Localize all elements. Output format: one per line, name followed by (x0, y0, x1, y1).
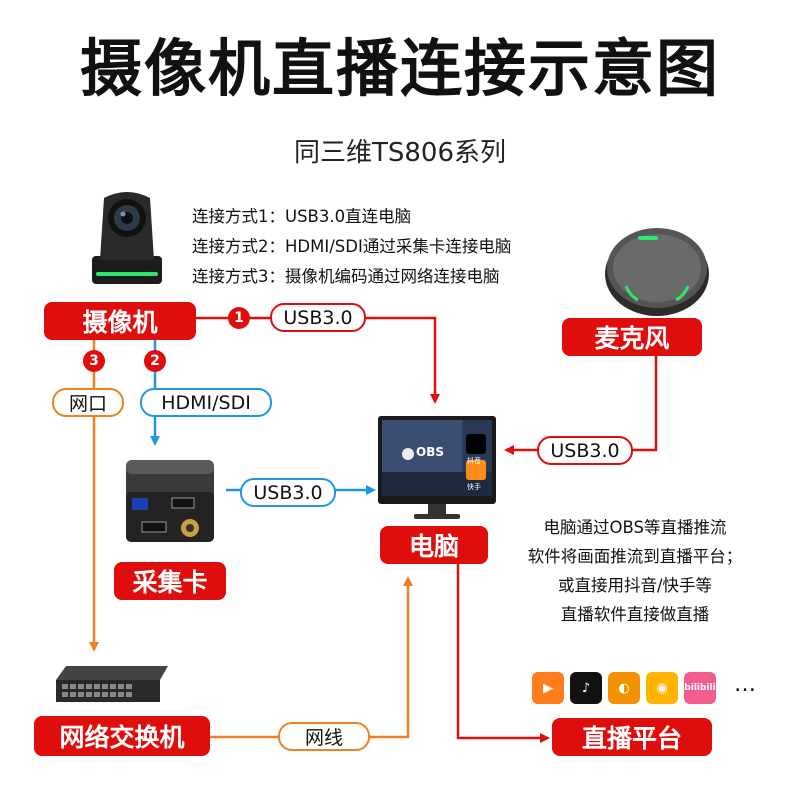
bilibili-logo-icon: bilibili (684, 672, 716, 704)
page-subtitle: 同三维TS806系列 (293, 138, 506, 168)
link-lan-port: 网口 (52, 388, 124, 417)
camera-icon (92, 192, 162, 284)
huya-logo-icon: ◉ (646, 672, 678, 704)
badge-1: 1 (228, 307, 250, 329)
node-computer: 电脑 (380, 526, 488, 564)
line-computer-platform (456, 564, 550, 743)
description-line: 电脑通过OBS等直播推流 (543, 518, 727, 537)
link-hdmi-sdi: HDMI/SDI (140, 388, 272, 417)
screen-obs-label: OBS (416, 445, 444, 459)
badge-2: 2 (144, 350, 166, 372)
description-line: 软件将画面推流到直播平台； (527, 547, 743, 566)
node-microphone: 麦克风 (562, 318, 702, 356)
capture-card-icon (126, 460, 214, 542)
link-cable: 网线 (278, 722, 370, 751)
kuaishou-logo-icon: ▶ (532, 672, 564, 704)
link-usb-capture: USB3.0 (240, 478, 336, 507)
badge-3: 3 (83, 350, 105, 372)
method-1: 连接方式1：USB3.0直连电脑 (192, 207, 412, 226)
node-camera: 摄像机 (44, 302, 196, 340)
link-usb-mic: USB3.0 (537, 436, 633, 465)
description-line: 或直接用抖音/快手等 (557, 576, 713, 595)
node-capture-card: 采集卡 (114, 562, 226, 600)
method-2: 连接方式2：HDMI/SDI通过采集卡连接电脑 (192, 237, 512, 256)
node-live-platform: 直播平台 (552, 718, 712, 756)
method-3: 连接方式3：摄像机编码通过网络连接电脑 (192, 267, 500, 286)
microphone-icon (605, 228, 709, 316)
line-cable (210, 576, 413, 739)
platform-more: … (734, 672, 757, 697)
douyu-logo-icon: ◐ (608, 672, 640, 704)
screen-douyin-label: 抖音 (467, 457, 481, 465)
network-switch-icon (56, 666, 168, 702)
computer-icon (378, 416, 496, 519)
description-line: 直播软件直接做直播 (560, 605, 710, 624)
link-usb-camera: USB3.0 (270, 303, 366, 332)
screen-kuaishou-label: 快手 (467, 483, 481, 491)
page-title: 摄像机直播连接示意图 (79, 32, 720, 105)
node-network-switch: 网络交换机 (34, 716, 210, 756)
description: 电脑通过OBS等直播推流 软件将画面推流到直播平台； 或直接用抖音/快手等 直播… (490, 513, 780, 629)
douyin-logo-icon: ♪ (570, 672, 602, 704)
